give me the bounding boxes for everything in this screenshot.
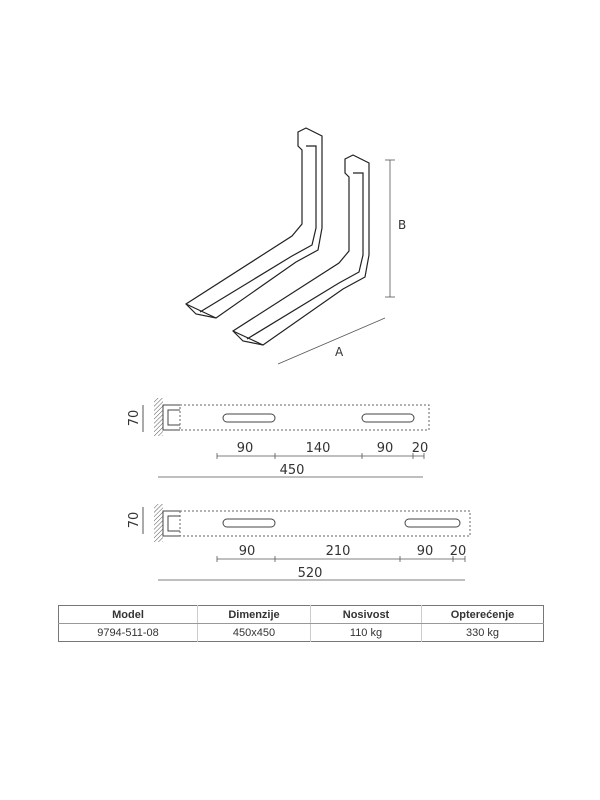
bracket-pair-illustration bbox=[185, 127, 370, 346]
total-label: 520 bbox=[298, 566, 323, 581]
svg-text:20: 20 bbox=[412, 441, 429, 456]
profile-450: 70 90 140 90 20 450 bbox=[127, 398, 430, 478]
svg-text:140: 140 bbox=[306, 441, 331, 456]
slot bbox=[222, 413, 276, 423]
height-label: 70 bbox=[127, 410, 142, 427]
svg-text:90: 90 bbox=[239, 544, 256, 559]
svg-text:90: 90 bbox=[417, 544, 434, 559]
cell-dimensions: 450x450 bbox=[197, 623, 311, 642]
slot bbox=[222, 518, 276, 528]
svg-text:90: 90 bbox=[237, 441, 254, 456]
cell-load: 330 kg bbox=[421, 623, 544, 642]
cell-model: 9794-511-08 bbox=[97, 626, 159, 639]
header-dimensions: Dimenzije bbox=[197, 605, 311, 624]
spec-table: Model Dimenzije Nosivost Opterećenje 979… bbox=[58, 605, 544, 642]
height-label: 70 bbox=[127, 512, 142, 529]
svg-text:20: 20 bbox=[450, 544, 467, 559]
header-load: Opterećenje bbox=[421, 605, 544, 624]
svg-text:210: 210 bbox=[326, 544, 351, 559]
total-label: 450 bbox=[280, 463, 305, 478]
cell-capacity: 110 kg bbox=[310, 623, 422, 642]
header-capacity: Nosivost bbox=[310, 605, 422, 624]
bracket-back bbox=[185, 127, 323, 319]
table-header-row: Model Dimenzije Nosivost Opterećenje bbox=[58, 605, 544, 624]
dim-label-a: A bbox=[335, 345, 344, 359]
bracket-front bbox=[232, 154, 370, 346]
dim-label-b: B bbox=[398, 218, 406, 232]
table-row: 9794-511-08 450x450 110 kg 330 kg bbox=[59, 623, 544, 642]
dimension-a bbox=[277, 317, 386, 365]
profile-520: 70 90 210 90 20 520 bbox=[127, 504, 471, 581]
technical-drawing: B A 70 90 140 90 20 450 bbox=[127, 127, 471, 581]
slot bbox=[404, 518, 461, 528]
header-model: Model bbox=[58, 605, 198, 624]
dimension-b bbox=[385, 159, 395, 298]
slot bbox=[361, 413, 415, 423]
svg-text:90: 90 bbox=[377, 441, 394, 456]
